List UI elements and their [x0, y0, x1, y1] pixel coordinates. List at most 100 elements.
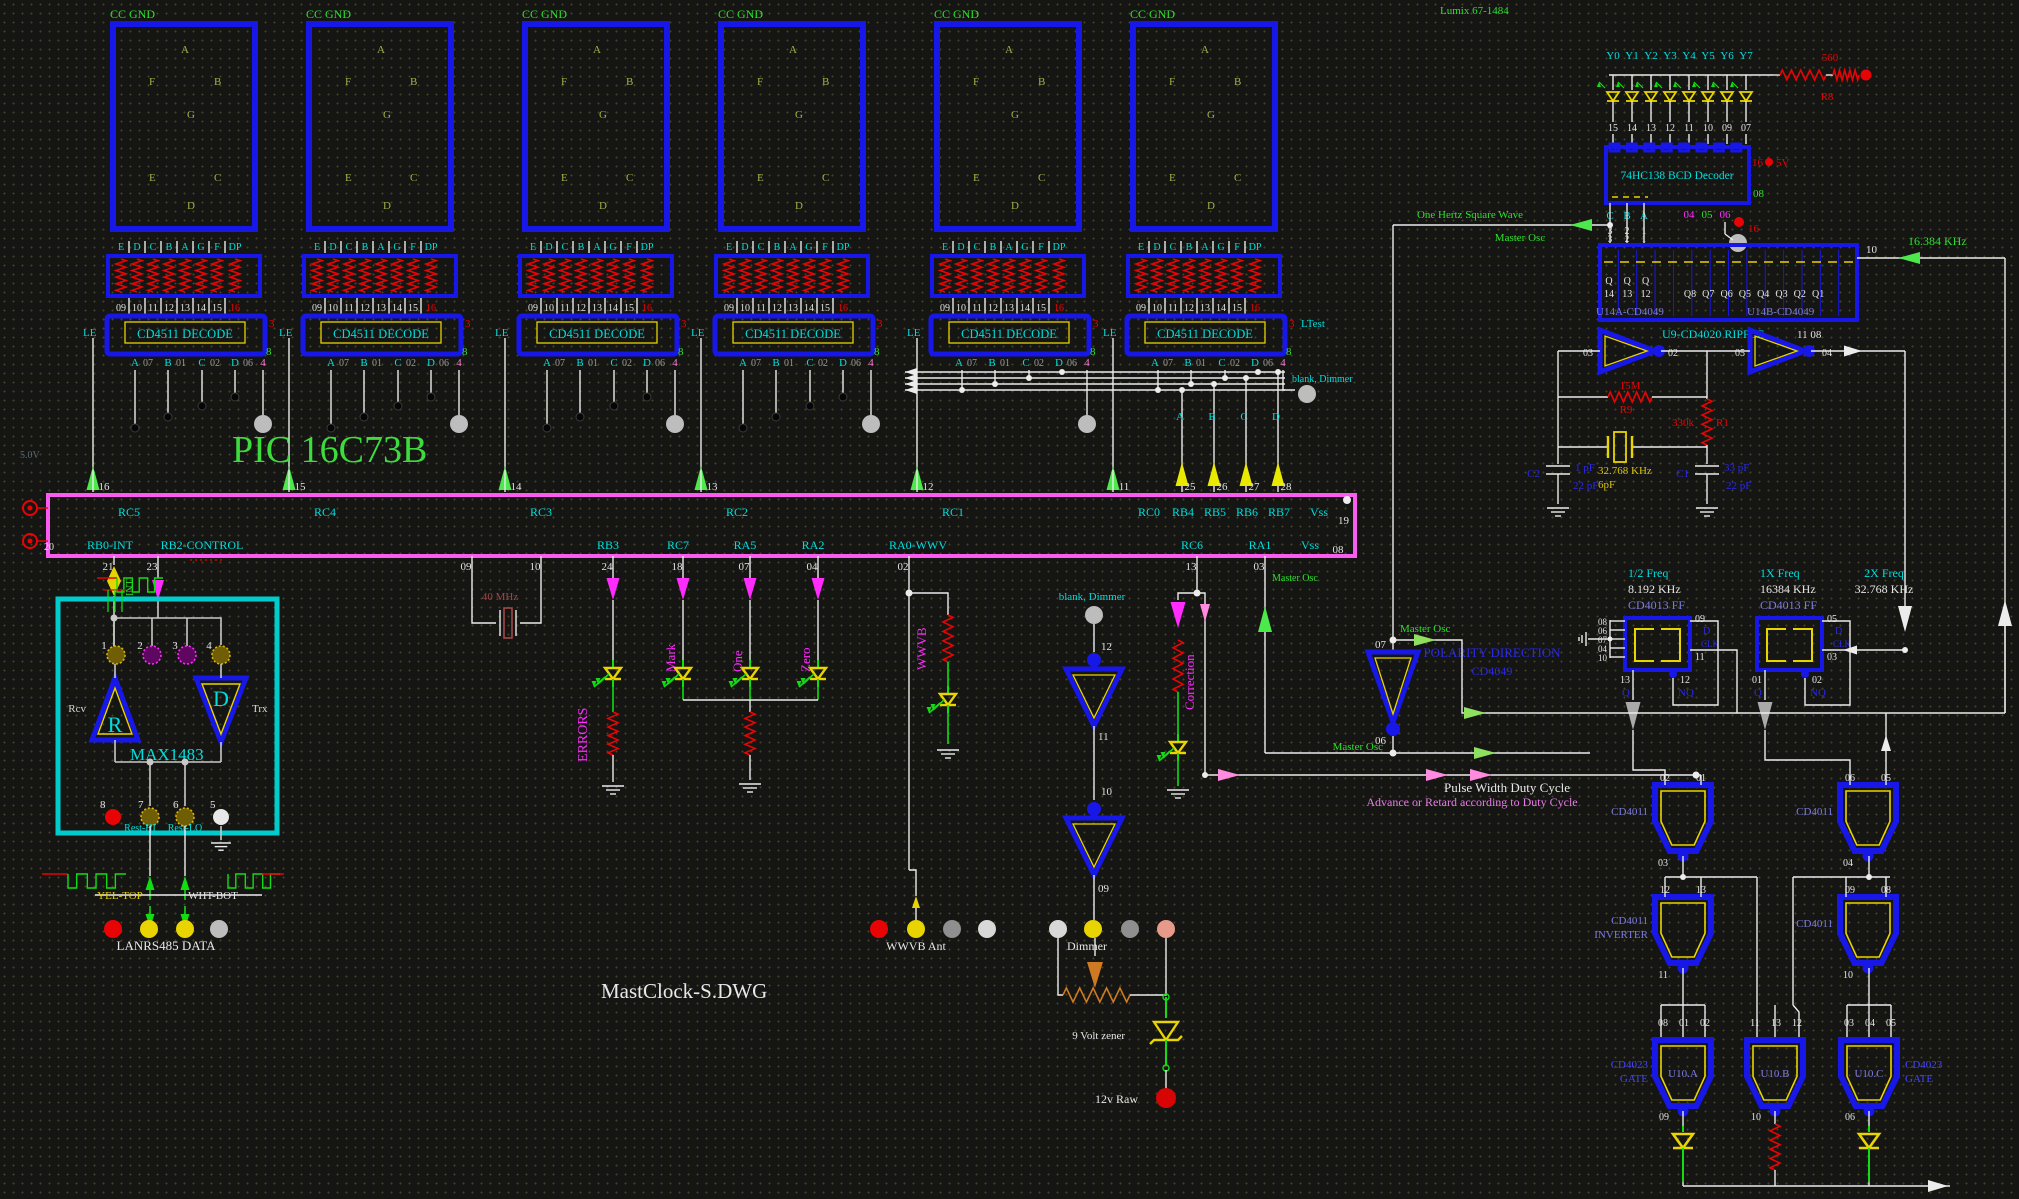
label-ff.left.4: 10	[1598, 653, 1608, 663]
dip-pin	[211, 645, 231, 665]
wire	[471, 556, 496, 624]
resistor	[1133, 258, 1149, 293]
label-displays.inputs.3.l: D	[1055, 357, 1063, 369]
label-displays.pin_row.0: E	[314, 242, 320, 253]
label-displays.segments.c: C	[626, 172, 633, 184]
label-displays.pin_row.7: DP	[641, 242, 654, 253]
label-displays.res_pins.6: 15	[624, 303, 634, 314]
buffer-inner	[1604, 335, 1649, 367]
label-g23.ua: U10.A	[1668, 1068, 1698, 1080]
resonator-label: 40 MHz	[482, 591, 518, 603]
one-hertz-label: One Hertz Square Wave	[1417, 209, 1523, 221]
label-pic.top.7.pin: 26	[1217, 481, 1229, 493]
label-dec138.cba_pins.0: 3	[1608, 234, 1613, 244]
label-max.pins_top.1: 2	[137, 640, 143, 652]
label-displays.pin_row.5: G	[609, 242, 616, 253]
node-dot	[1866, 874, 1872, 880]
label-ff.x1: 1X Freq	[1760, 566, 1800, 580]
segment-e	[333, 139, 341, 208]
label-dec138.led_pins.0: 15	[1608, 123, 1618, 134]
wire	[909, 869, 917, 896]
resistor	[639, 258, 655, 293]
resistor	[1700, 398, 1714, 446]
wire	[1793, 628, 1813, 662]
resistor	[389, 258, 405, 293]
label-displays.segments.c: C	[822, 172, 829, 184]
max1483-label: MAX1483	[130, 745, 204, 764]
resistor-network	[714, 254, 870, 298]
label-ripple.q: Q	[1624, 276, 1632, 287]
label-pic.bottom.5.port: RC7	[667, 538, 689, 552]
label-g23.b_in.0: 11	[1750, 1018, 1760, 1029]
arrow-icon	[811, 578, 825, 600]
arrow-icon	[665, 678, 671, 684]
led-icon	[1605, 91, 1621, 103]
wire	[1674, 81, 1682, 89]
seven-segment-display	[110, 21, 258, 232]
label-ff.nq: NQ	[1810, 687, 1826, 699]
ant-terminal-red	[870, 920, 888, 938]
wire	[1804, 620, 1851, 706]
ant-terminal-gray	[943, 920, 961, 938]
label-pic.bottom.1.pin: 23	[147, 561, 159, 573]
wire	[1598, 81, 1606, 89]
label-pic.bottom.11.port: Vss	[1301, 538, 1319, 552]
label-ff.f1.clk: 11	[1695, 652, 1705, 663]
label-ripple.q_rest.4: Q4	[1757, 289, 1769, 300]
zener-icon	[1151, 1020, 1181, 1043]
label-displays.pin_row.1: D	[1153, 242, 1160, 253]
stub-terminal	[738, 423, 748, 433]
label-pic.top.2.port: RC3	[530, 505, 552, 519]
yel-top-label: YEL-TOP	[97, 890, 143, 902]
seven-segment-display	[718, 21, 866, 232]
node-dot	[1902, 647, 1908, 653]
resistor	[753, 258, 769, 293]
nand-inner	[1846, 1045, 1892, 1101]
label-displays.pin_row.7: DP	[229, 242, 242, 253]
resistor	[1229, 258, 1245, 293]
label-displays.res_pins.3: 12	[360, 303, 370, 314]
le-label: LE	[1103, 327, 1117, 339]
label-g11.name: CD4011	[1611, 915, 1648, 927]
pin7-terminal	[140, 807, 160, 827]
label-displays.res_pin16: 16	[1250, 303, 1260, 314]
rb-input-arrow	[1271, 462, 1285, 486]
wire	[1057, 938, 1063, 996]
resistor	[801, 258, 817, 293]
label-u14.a: U14A-CD4049	[1596, 306, 1664, 318]
label-displays.res_pins.1: 10	[328, 303, 338, 314]
resistor	[1033, 258, 1049, 293]
nand-inner	[1660, 790, 1706, 846]
label-displays.res_pin16: 16	[642, 303, 652, 314]
label-ff.clk: CLK	[1833, 639, 1852, 649]
wire	[1731, 81, 1739, 89]
label-displays.inputs.1.l: B	[576, 357, 583, 369]
label-displays.pin_row.2: C	[974, 242, 981, 253]
resistor	[941, 614, 955, 663]
wire	[1130, 938, 1167, 996]
segment-e	[137, 139, 145, 208]
label-shared.master_osc: Master Osc	[1272, 573, 1318, 584]
label-dec138.led_pins.6: 09	[1722, 123, 1732, 134]
segment-c	[419, 139, 427, 208]
label-pic.abcd.3: D	[1272, 411, 1280, 423]
label-displays.bi_pin: 4	[456, 357, 462, 369]
label-u14.p05: 05	[1735, 348, 1745, 359]
label-displays.pin_row.4: A	[789, 242, 797, 253]
led-icon	[1624, 91, 1640, 103]
label-displays.bl_pin: 8	[678, 346, 684, 358]
label-displays.inputs.1.p: 01	[1000, 358, 1010, 369]
arrow-icon	[1470, 769, 1492, 781]
raw-terminal	[1156, 1088, 1176, 1108]
drawing-title: MastClock-S.DWG	[601, 979, 767, 1003]
wire	[1197, 592, 1206, 775]
label-ff.half_f: 8.192 KHz	[1628, 582, 1681, 596]
label-g23.a_in.2: 02	[1700, 1018, 1710, 1029]
label-shared.master_osc: Master Osc	[1333, 741, 1384, 753]
label-ff.d: D	[1835, 626, 1842, 637]
label-displays.bi_pin: 4	[868, 357, 874, 369]
resistor	[357, 258, 373, 293]
resistor-network	[518, 254, 674, 298]
segment-e	[549, 139, 557, 208]
resistor	[817, 258, 833, 293]
